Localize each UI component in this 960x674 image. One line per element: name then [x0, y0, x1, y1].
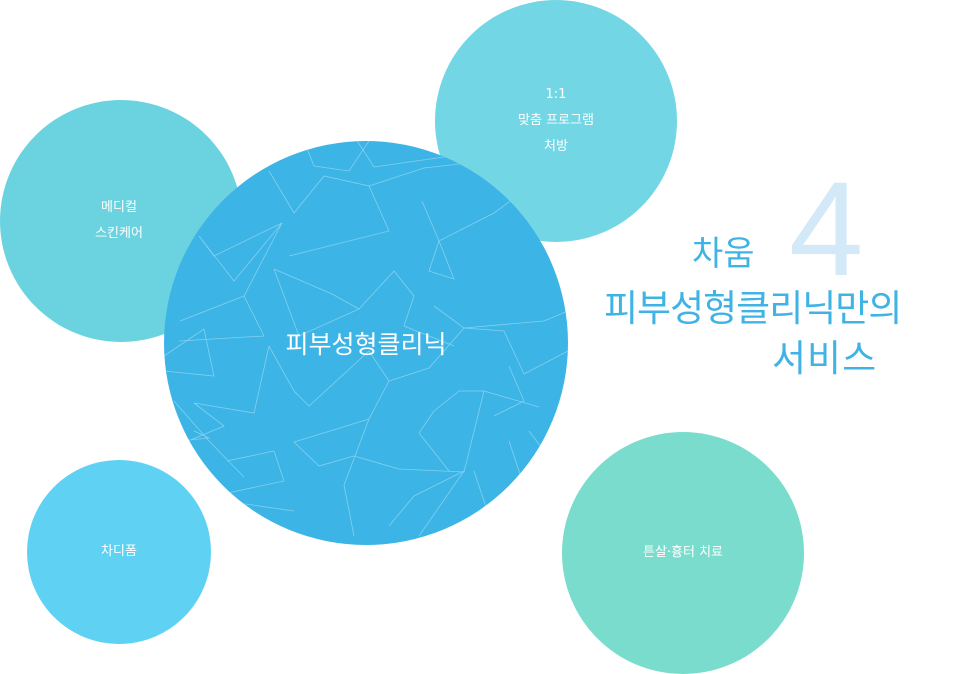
service-label: 1:1 맞춤 프로그램 처방	[518, 82, 594, 160]
service-label: 튼살·흉터 치료	[643, 540, 723, 566]
service-label-line: 처방	[544, 139, 568, 154]
service-label-line: 스킨케어	[95, 226, 143, 241]
service-label: 메디컬 스킨케어	[95, 195, 143, 247]
heading-line-brand: 차움	[692, 234, 755, 274]
service-label-line: 메디컬	[101, 200, 137, 215]
heading-line-clinic: 피부성형클리닉만의	[604, 287, 902, 330]
section-number: 4	[789, 155, 864, 304]
main-circle-dermatology-clinic[interactable]: 피부성형클리닉	[164, 141, 568, 545]
service-circle-stretchmark-scar[interactable]: 튼살·흉터 치료	[562, 432, 804, 674]
heading-line-service: 서비스	[772, 337, 878, 380]
service-label-line: 맞춤 프로그램	[518, 113, 594, 128]
service-label: 차디폼	[101, 539, 137, 565]
service-circle-chadiform[interactable]: 차디폼	[27, 460, 211, 644]
service-label-line: 차디폼	[101, 544, 137, 559]
geometric-pattern-icon	[164, 141, 568, 537]
main-title: 피부성형클리닉	[285, 330, 447, 359]
service-label-line: 1:1	[545, 87, 567, 102]
service-label-line: 튼살·흉터 치료	[642, 545, 724, 560]
